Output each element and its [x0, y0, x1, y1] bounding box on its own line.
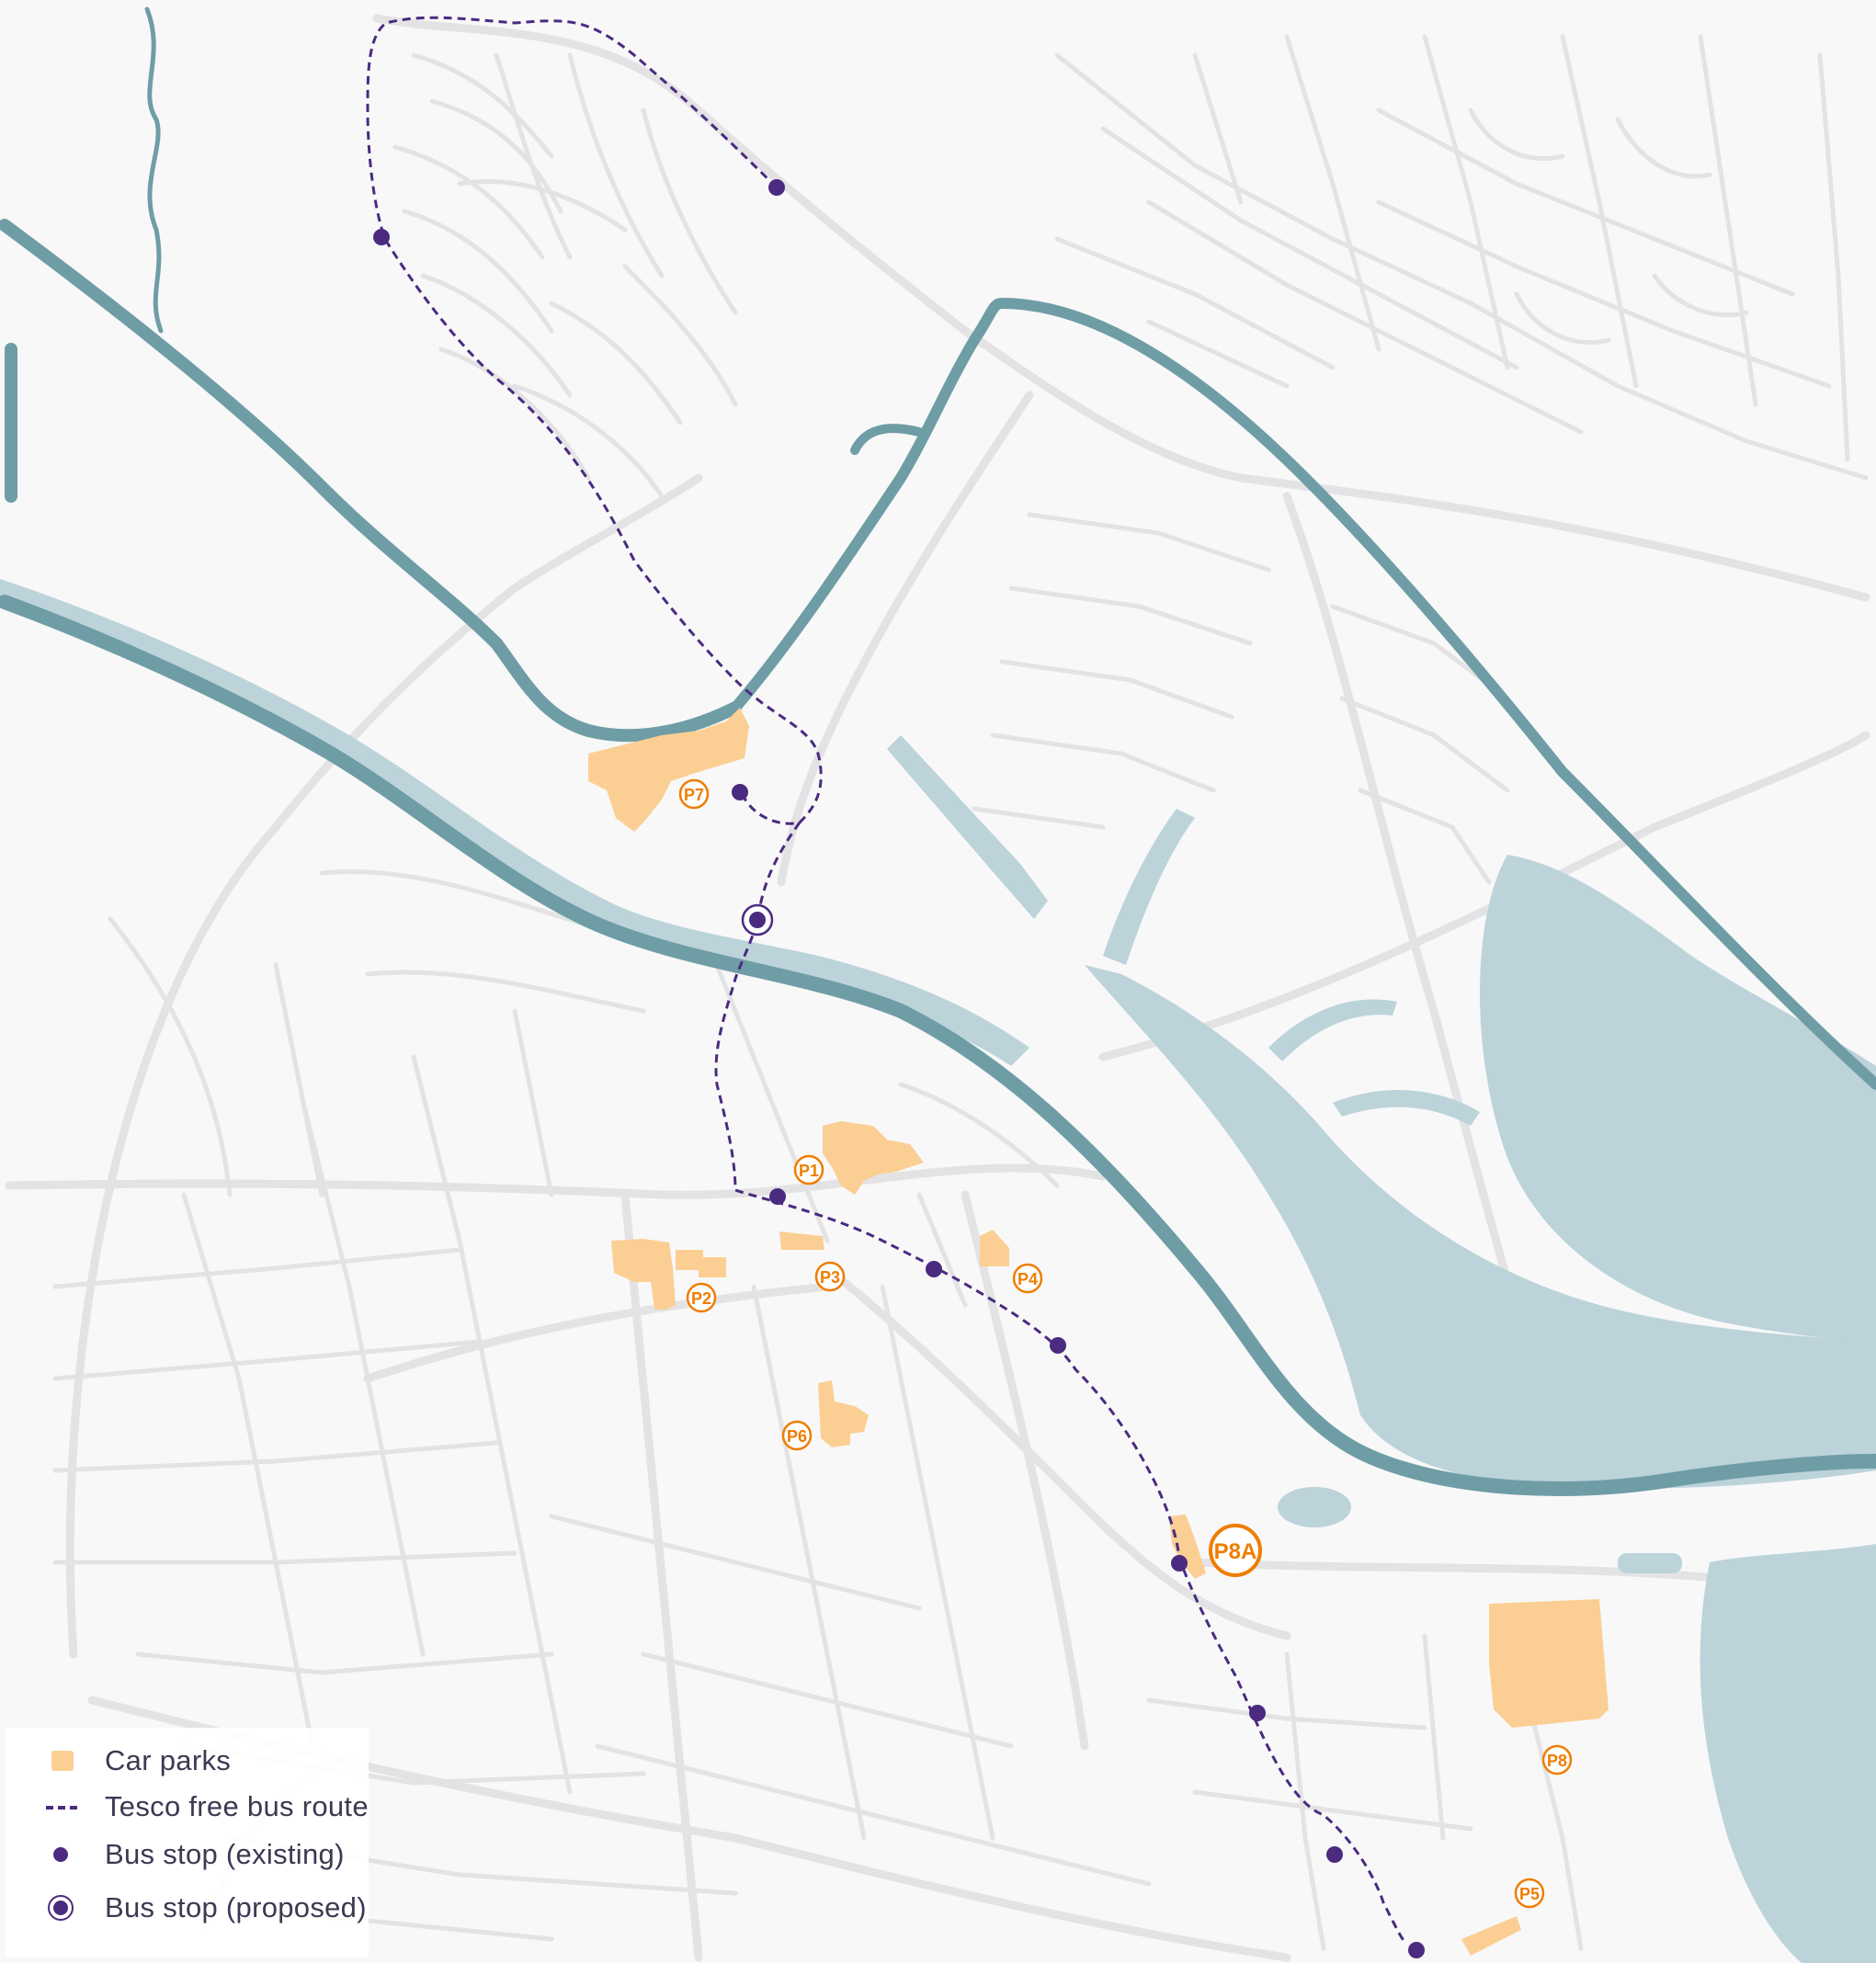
bus-stop-existing[interactable] [1408, 1942, 1425, 1958]
car-park-area-p5 [1461, 1916, 1521, 1956]
bus-stop-existing[interactable] [373, 229, 390, 245]
bus-stop-existing[interactable] [732, 784, 748, 800]
car-park-label-p5[interactable]: P5 [1514, 1878, 1545, 1909]
car-park-area-p4 [980, 1230, 1009, 1266]
legend-label: Bus stop (existing) [105, 1838, 345, 1870]
canals [0, 6, 1876, 1496]
water-bodies [0, 579, 1876, 1963]
car-park-area-p8a [1169, 1515, 1206, 1579]
legend-label: Car parks [105, 1744, 232, 1776]
bus-stop-proposed[interactable] [741, 903, 774, 936]
car-park-label-p7[interactable]: P7 [678, 778, 710, 810]
legend-item-car-parks: Car parks [42, 1741, 231, 1781]
car-park-label-p1[interactable]: P1 [793, 1154, 824, 1186]
car-park-label-p6[interactable]: P6 [781, 1420, 813, 1451]
svg-text:P6: P6 [787, 1427, 807, 1446]
bus-route-line [366, 16, 1408, 1946]
road-network [5, 14, 1870, 1962]
car-park-area-p6 [818, 1380, 869, 1447]
car-park-label-p3[interactable]: P3 [814, 1261, 846, 1292]
car-park-labels: P7 P1 P2 P3 P4 P6 P8A P8 [678, 778, 1573, 1909]
svg-text:P8: P8 [1547, 1752, 1567, 1770]
car-park-area-p7 [588, 708, 749, 832]
car-park-label-p4[interactable]: P4 [1012, 1263, 1043, 1294]
bus-stop-existing[interactable] [1050, 1337, 1066, 1354]
svg-text:P3: P3 [820, 1268, 840, 1287]
bus-stop-existing[interactable] [1326, 1846, 1343, 1863]
legend-label: Bus stop (proposed) [105, 1891, 367, 1923]
car-park-areas [588, 708, 1609, 1956]
legend-item-bus-route: Tesco free bus route [42, 1787, 369, 1827]
car-park-swatch-icon [42, 1747, 79, 1775]
car-park-area-p8 [1489, 1599, 1609, 1728]
dot-icon [42, 1841, 79, 1868]
ringed-dot-icon [42, 1894, 79, 1922]
bus-stop-existing[interactable] [926, 1261, 942, 1277]
bus-stop-existing[interactable] [1171, 1555, 1188, 1572]
car-park-label-p8[interactable]: P8 [1541, 1744, 1573, 1776]
legend-item-bus-stop-existing: Bus stop (existing) [42, 1834, 345, 1875]
svg-text:P1: P1 [799, 1162, 819, 1180]
bus-stop-existing[interactable] [1249, 1705, 1266, 1721]
map-legend: Car parks Tesco free bus route Bus stop … [6, 1728, 369, 1957]
bus-stop-existing[interactable] [769, 1188, 786, 1205]
svg-text:P4: P4 [1018, 1270, 1038, 1288]
svg-text:P2: P2 [691, 1289, 711, 1308]
car-park-area-p3 [779, 1231, 824, 1250]
svg-text:P7: P7 [684, 786, 704, 804]
bus-stops [373, 179, 1425, 1958]
legend-label: Tesco free bus route [105, 1790, 369, 1822]
car-park-area-p1 [823, 1121, 924, 1195]
car-park-area-p2 [611, 1239, 676, 1310]
svg-text:P5: P5 [1519, 1885, 1540, 1903]
dashed-line-icon [42, 1793, 79, 1821]
bus-stop-existing[interactable] [768, 179, 785, 196]
car-park-label-p8a[interactable]: P8A [1209, 1524, 1262, 1577]
car-park-label-p2[interactable]: P2 [686, 1282, 717, 1313]
legend-item-bus-stop-proposed: Bus stop (proposed) [42, 1888, 367, 1928]
svg-text:P8A: P8A [1214, 1539, 1257, 1564]
